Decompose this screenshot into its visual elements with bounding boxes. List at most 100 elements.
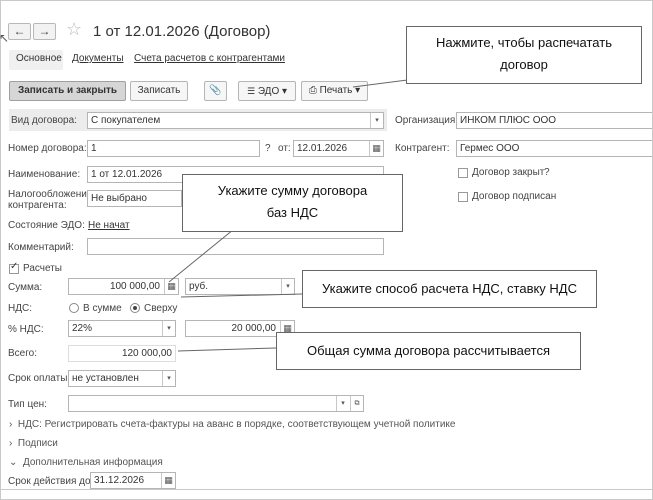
calculator-icon[interactable]: ▦	[164, 279, 178, 294]
contract-kind-label: Вид договора:	[11, 115, 77, 126]
additional-info-section[interactable]: ⌄ Дополнительная информация	[9, 457, 163, 468]
vat-rate-label: % НДС:	[8, 324, 44, 335]
tab-settlement-accounts[interactable]: Счета расчетов с контрагентами	[134, 53, 285, 64]
back-button[interactable]: ←	[8, 23, 31, 40]
help-icon[interactable]: ?	[265, 143, 271, 154]
vat-rate-select[interactable]: 22% ▾	[68, 320, 176, 337]
total-value-field: 120 000,00	[68, 345, 176, 362]
calculations-checkbox[interactable]: ✓	[9, 261, 19, 274]
contract-number-input[interactable]: 1	[87, 140, 260, 157]
vat-rate-value: 22%	[72, 323, 93, 334]
organization-label: Организация:	[395, 115, 459, 126]
taxation-label-line1: Налогообложение	[8, 189, 93, 200]
payment-term-select[interactable]: не установлен ▾	[68, 370, 176, 387]
valid-until-label: Срок действия до:	[8, 476, 94, 487]
valid-until-value: 31.12.2026	[94, 475, 145, 486]
sum-label: Сумма:	[8, 282, 43, 293]
chevron-down-icon[interactable]: ▾	[370, 113, 383, 128]
total-callout-leader	[177, 347, 277, 352]
favorite-star-icon[interactable]: ☆	[66, 19, 83, 39]
additional-info-text: Дополнительная информация	[22, 457, 163, 468]
vat-amount-value: 20 000,00	[231, 323, 277, 334]
contract-closed-label: Договор закрыт	[472, 167, 545, 178]
vat-method-callout-text: Укажите способ расчета НДС, ставку НДС	[322, 281, 577, 296]
total-callout: Общая сумма договора рассчитывается	[276, 332, 581, 370]
edo-button[interactable]: ☰ ЭДО ▾	[238, 81, 296, 101]
tab-main[interactable]: Основное	[9, 50, 63, 70]
edo-label: ЭДО	[257, 86, 280, 97]
taxation-select[interactable]: Не выбрано	[87, 190, 182, 207]
counterparty-label: Контрагент:	[395, 143, 450, 154]
contract-number-label: Номер договора:	[8, 143, 87, 154]
print-callout-line2: договор	[500, 57, 548, 72]
contract-signed-label: Договор подписан	[472, 191, 557, 202]
calendar-icon[interactable]: ▦	[369, 141, 383, 156]
contract-date-input[interactable]: 12.01.2026 ▦	[293, 140, 384, 157]
organization-value: ИНКОМ ПЛЮС ООО	[460, 115, 557, 126]
signatories-text: Подписи	[17, 438, 58, 449]
comment-label: Комментарий:	[8, 242, 74, 253]
contract-number-value: 1	[91, 143, 97, 154]
bottom-border	[1, 489, 653, 490]
cursor-icon: ↖	[0, 31, 10, 45]
vat-in-sum-label: В сумме	[83, 303, 122, 314]
edo-icon: ☰	[246, 86, 256, 96]
chevron-down-icon[interactable]: ▾	[336, 396, 349, 411]
chevron-down-icon: ▾	[355, 85, 361, 96]
vat-invoices-section[interactable]: › НДС: Регистрировать счета-фактуры на а…	[9, 419, 455, 430]
help-icon[interactable]: ?	[544, 167, 550, 178]
vat-on-top-label: Сверху	[144, 303, 178, 314]
edo-state-link[interactable]: Не начат	[88, 220, 130, 231]
comment-input[interactable]	[87, 238, 384, 255]
vat-method-callout: Укажите способ расчета НДС, ставку НДС	[302, 270, 597, 308]
price-type-select[interactable]: ▾ ⧉	[68, 395, 364, 412]
sum-callout: Укажите сумму договора баз НДС	[182, 174, 403, 232]
contract-closed-checkbox[interactable]	[458, 168, 468, 178]
counterparty-input[interactable]: Гермес ООО	[456, 140, 652, 157]
vat-invoices-text: НДС: Регистрировать счета-фактуры на ава…	[17, 419, 456, 430]
signatories-section[interactable]: › Подписи	[9, 438, 58, 449]
sum-input[interactable]: 100 000,00 ▦	[68, 278, 179, 295]
contract-name-value: 1 от 12.01.2026	[91, 169, 163, 180]
currency-select[interactable]: руб. ▾	[185, 278, 295, 295]
contract-kind-select[interactable]: С покупателем ▾	[87, 112, 384, 129]
calculator-icon[interactable]: ▦	[280, 321, 294, 336]
window-title: 1 от 12.01.2026 (Договор)	[93, 23, 271, 40]
contract-signed-checkbox[interactable]	[458, 192, 468, 202]
calendar-icon[interactable]: ▦	[161, 473, 175, 488]
chevron-right-icon: ›	[9, 419, 13, 430]
tab-documents[interactable]: Документы	[72, 53, 124, 64]
total-label: Всего:	[8, 348, 37, 359]
valid-until-input[interactable]: 31.12.2026 ▦	[90, 472, 176, 489]
date-from-label: от:	[278, 143, 291, 154]
price-type-label: Тип цен:	[8, 399, 47, 410]
save-and-close-button[interactable]: Записать и закрыть	[9, 81, 126, 101]
print-button[interactable]: ⎙ Печать ▾	[301, 81, 368, 101]
taxation-value: Не выбрано	[91, 193, 147, 204]
payment-term-value: не установлен	[72, 373, 139, 384]
sum-value: 100 000,00	[109, 281, 160, 292]
forward-button[interactable]: →	[33, 23, 56, 40]
chevron-down-icon[interactable]: ▾	[162, 321, 175, 336]
taxation-label-line2: контрагента:	[8, 200, 67, 211]
sum-callout-line2: баз НДС	[266, 205, 319, 220]
chevron-down-icon: ▾	[282, 86, 288, 97]
print-label: Печать	[319, 85, 353, 96]
chevron-down-icon[interactable]: ▾	[162, 371, 175, 386]
open-link-icon[interactable]: ⧉	[350, 396, 363, 411]
attach-button[interactable]: 📎	[204, 81, 227, 101]
contract-date-value: 12.01.2026	[297, 143, 348, 154]
vat-amount-input[interactable]: 20 000,00 ▦	[185, 320, 295, 337]
print-callout-line1: Нажмите, чтобы распечатать	[436, 35, 612, 50]
vat-on-top-radio[interactable]	[130, 303, 140, 313]
chevron-down-icon: ⌄	[9, 457, 18, 468]
chevron-down-icon[interactable]: ▾	[281, 279, 294, 294]
vat-label: НДС:	[8, 303, 32, 314]
counterparty-value: Гермес ООО	[460, 143, 520, 154]
save-button[interactable]: Записать	[130, 81, 188, 101]
organization-input[interactable]: ИНКОМ ПЛЮС ООО	[456, 112, 652, 129]
printer-icon: ⎙	[308, 85, 317, 96]
vat-in-sum-radio[interactable]	[69, 303, 79, 313]
edo-state-label: Состояние ЭДО:	[8, 220, 85, 231]
